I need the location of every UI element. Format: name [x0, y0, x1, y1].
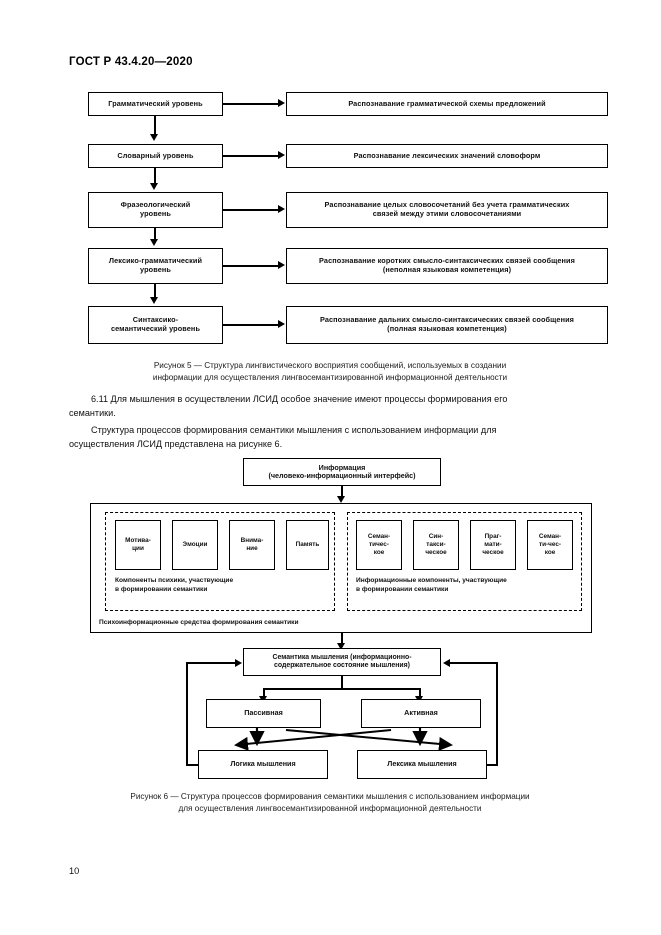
- f6-crossing-arrows: [234, 728, 453, 751]
- f5-arrow-right-4: [278, 261, 285, 270]
- f5-connector-h5: [223, 323, 279, 327]
- f5-right-box-distant-links: Распознавание дальних смыслo-синтаксичес…: [286, 306, 608, 344]
- f5-right-box-grammatical-scheme: Распознавание грамматической схемы предл…: [286, 92, 608, 116]
- f5-right-box-lexical-meanings: Распознавание лексических значений слово…: [286, 144, 608, 168]
- figure-6-caption-line-1: Рисунок 6 — Структура процессов формиров…: [130, 792, 530, 801]
- f6-distribution-rail: [263, 688, 421, 691]
- f6-rail-drop-left: [263, 688, 266, 698]
- f5-arrow-down-3: [150, 239, 159, 246]
- f5-left-box-syntactic-semantic: Синтаксико- семантический уровень: [88, 306, 223, 344]
- f5-right-box-short-links: Распознавание коротких смыслo-синтаксиче…: [286, 248, 608, 284]
- f6-rail-drop-right: [419, 688, 422, 698]
- f6-bottom-box-lexicon: Лексика мышления: [357, 750, 487, 779]
- f6-arrow-into-middle-right: [443, 658, 450, 667]
- f5-left-box-phraseological: Фразеологический уровень: [88, 192, 223, 228]
- f5-connector-h2: [223, 154, 279, 158]
- f6-info-group-label: Информационные компоненты, участвующие в…: [356, 577, 507, 593]
- standard-header: ГОСТ Р 43.4.20—2020: [69, 56, 193, 68]
- f6-bottom-box-passive: Пассивная: [206, 699, 321, 728]
- f6-outer-label: Психоинформационные средства формировани…: [99, 619, 299, 626]
- paragraph-6-11-line-1: 6.11 Для мышления в осуществлении ЛСИД о…: [91, 394, 508, 404]
- f6-connector-top: [341, 486, 344, 498]
- f5-arrow-down-1: [150, 134, 159, 141]
- f6-feedback-left-v: [186, 662, 189, 766]
- figure-5: Грамматический уровень Словарный уровень…: [0, 0, 661, 350]
- f5-arrow-down-4: [150, 297, 159, 304]
- figure-5-caption-line-1: Рисунок 5 — Структура лингвистического в…: [153, 361, 507, 370]
- f6-psyche-box-attention: Внима- ние: [229, 520, 275, 570]
- f6-connector-middle: [341, 633, 344, 645]
- f6-arrow-down-middle: [337, 643, 346, 650]
- f5-left-box-lexico-grammatical: Лексико-грамматический уровень: [88, 248, 223, 284]
- f5-arrow-down-2: [150, 183, 159, 190]
- page-number: 10: [69, 866, 80, 876]
- f6-feedback-right-v: [496, 662, 499, 766]
- f6-bottom-box-logic: Логика мышления: [198, 750, 328, 779]
- f6-psyche-box-motivation: Мотива- ции: [115, 520, 161, 570]
- f5-connector-v4: [154, 284, 157, 298]
- f5-connector-v2: [154, 168, 157, 184]
- f5-arrow-right-3: [278, 205, 285, 214]
- f6-psyche-group-label: Компоненты психики, участвующие в формир…: [115, 577, 234, 593]
- f6-feedback-left-h: [186, 662, 236, 665]
- f6-feedback-right-h: [448, 662, 498, 665]
- f6-bottom-box-active: Активная: [361, 699, 481, 728]
- f5-connector-h1: [223, 102, 279, 106]
- f6-top-box-information: Информация (человеко-информационный инте…: [243, 458, 441, 486]
- figure-5-caption-line-2: информации для осуществления лингвосеман…: [152, 372, 508, 382]
- f5-connector-v3: [154, 228, 157, 240]
- figure-5-caption: Рисунок 5 — Структура лингвистического в…: [80, 360, 580, 384]
- paragraph-structure-line-2: осуществления ЛСИД представлена на рисун…: [69, 438, 283, 449]
- f5-arrow-right-1: [278, 99, 285, 108]
- f5-right-box-whole-phrases: Распознавание целых словосочетаний без у…: [286, 192, 608, 228]
- f6-info-box-semantic-2: Семан- ти-чес- кое: [527, 520, 573, 570]
- f6-info-box-pragmatic: Праг- мати- ческое: [470, 520, 516, 570]
- f6-middle-box-thinking-semantics: Семантика мышления (информационно- содер…: [243, 648, 441, 676]
- f5-left-box-grammatical: Грамматический уровень: [88, 92, 223, 116]
- f5-left-box-vocabulary: Словарный уровень: [88, 144, 223, 168]
- f6-info-box-semantic-1: Семан- тичес- кое: [356, 520, 402, 570]
- f6-psyche-box-memory: Память: [286, 520, 329, 570]
- f6-arrow-into-middle-left: [235, 658, 242, 667]
- paragraph-6-11-line-2: семантики.: [69, 407, 116, 418]
- f6-arrow-down-top: [337, 496, 346, 503]
- f5-arrow-right-2: [278, 151, 285, 160]
- paragraph-6-11: 6.11 Для мышления в осуществлении ЛСИД о…: [69, 393, 593, 420]
- f5-connector-v1: [154, 116, 157, 136]
- paragraph-structure-line-1: Структура процессов формирования семанти…: [91, 425, 497, 435]
- figure-6-caption-line-2: для осуществления лингвосемантизированно…: [178, 803, 482, 813]
- f6-psyche-box-emotions: Эмоции: [172, 520, 218, 570]
- f5-connector-h4: [223, 264, 279, 268]
- paragraph-structure: Структура процессов формирования семанти…: [69, 424, 593, 451]
- f5-arrow-right-5: [278, 320, 285, 329]
- figure-6-caption: Рисунок 6 — Структура процессов формиров…: [60, 791, 600, 815]
- f5-connector-h3: [223, 208, 279, 212]
- f6-connector-down-to-rail: [341, 676, 344, 688]
- f6-info-box-syntactic: Син- такси- ческое: [413, 520, 459, 570]
